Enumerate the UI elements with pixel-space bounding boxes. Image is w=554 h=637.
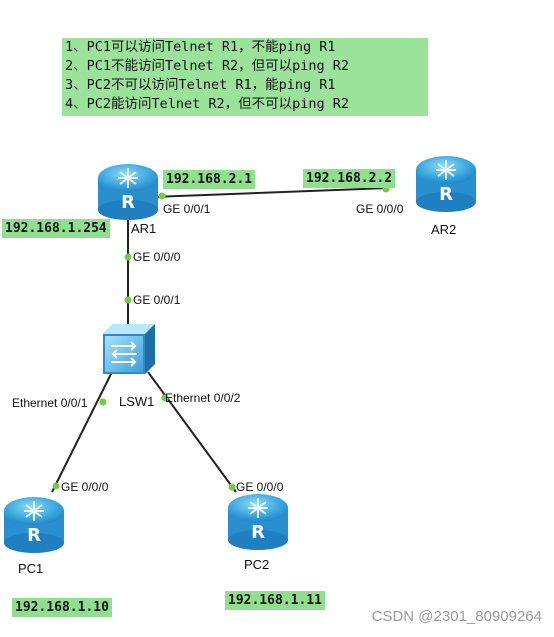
device-label-lsw1: LSW1 bbox=[119, 394, 155, 409]
port-dot-pc1 bbox=[52, 482, 60, 490]
svg-text:R: R bbox=[27, 525, 41, 546]
port-label-pc1: GE 0/0/0 bbox=[61, 480, 109, 494]
switch-lsw1-icon[interactable] bbox=[103, 324, 155, 374]
ip-label-pc2: 192.168.1.11 bbox=[225, 591, 325, 610]
port-label-ar2-ge000: GE 0/0/0 bbox=[356, 202, 404, 216]
port-label-lsw1-eth2: Ethernet 0/0/2 bbox=[165, 391, 241, 405]
svg-text:R: R bbox=[439, 184, 453, 205]
task-item-2: 2、PC1不能访问Telnet R2，但可以ping R2 bbox=[65, 58, 350, 74]
router-ar1-icon[interactable]: R bbox=[98, 164, 158, 220]
link-ar1-ar2 bbox=[151, 187, 389, 198]
ip-label-ar1-ge001: 192.168.2.1 bbox=[163, 170, 256, 189]
port-dot-ar1-ge001 bbox=[158, 192, 166, 200]
ip-label-ar1-ge000: 192.168.1.254 bbox=[2, 219, 110, 238]
port-dot-pc2 bbox=[228, 483, 236, 491]
task-list: 1、PC1可以访问Telnet R1，不能ping R1 2、PC1不能访问Te… bbox=[62, 38, 428, 116]
port-label-lsw1-ge001: GE 0/0/1 bbox=[133, 293, 181, 307]
port-dot-lsw1-ge001 bbox=[124, 296, 132, 304]
port-label-ar1-ge000: GE 0/0/0 bbox=[133, 250, 181, 264]
device-label-ar1: AR1 bbox=[131, 221, 157, 236]
device-label-pc1: PC1 bbox=[18, 561, 44, 576]
port-dot-lsw1-eth1 bbox=[99, 398, 107, 406]
port-dot-lsw1-eth2 bbox=[161, 394, 169, 402]
task-item-4: 4、PC2能访问Telnet R2，但不可以ping R2 bbox=[65, 96, 350, 112]
port-label-pc2: GE 0/0/0 bbox=[236, 480, 284, 494]
port-label-lsw1-eth1: Ethernet 0/0/1 bbox=[12, 396, 88, 410]
device-label-pc2: PC2 bbox=[244, 557, 270, 572]
port-label-ar1-ge001: GE 0/0/1 bbox=[163, 202, 211, 216]
svg-text:R: R bbox=[121, 192, 135, 213]
router-ar2-icon[interactable]: R bbox=[416, 156, 476, 212]
device-label-ar2: AR2 bbox=[431, 222, 457, 237]
task-item-3: 3、PC2不可以访问Telnet R1，能ping R1 bbox=[65, 77, 336, 93]
pc1-device-icon[interactable]: R bbox=[4, 497, 64, 553]
pc2-device-icon[interactable]: R bbox=[228, 494, 288, 550]
svg-text:R: R bbox=[251, 522, 265, 543]
watermark: CSDN @2301_80909264 bbox=[371, 608, 542, 625]
ip-label-ar2-ge000: 192.168.2.2 bbox=[303, 169, 396, 188]
link-lsw1-pc2 bbox=[147, 371, 237, 493]
link-lsw1-pc1 bbox=[51, 371, 113, 493]
ip-label-pc1: 192.168.1.10 bbox=[12, 598, 112, 617]
task-item-1: 1、PC1可以访问Telnet R1，不能ping R1 bbox=[65, 39, 336, 55]
port-dot-ar1-ge000 bbox=[124, 253, 132, 261]
